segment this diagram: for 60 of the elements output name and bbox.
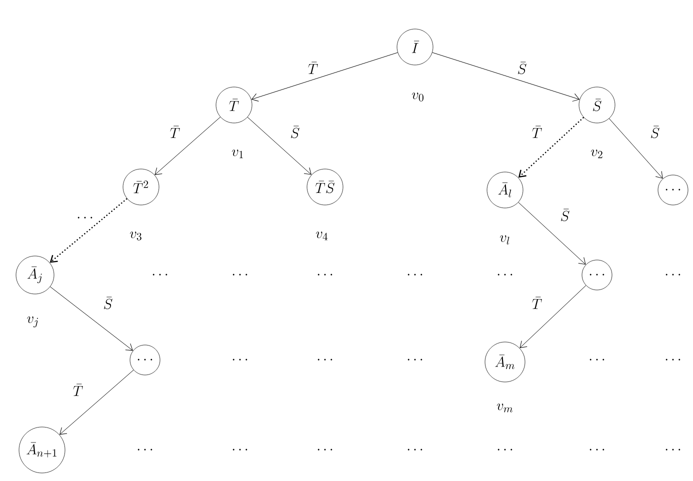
edge-label: $\bar{T}$ [168,125,182,139]
ellipsis: $\cdots$ [232,274,248,276]
edge-label: $\bar{S}$ [516,61,528,75]
arrow [608,118,663,179]
vertex-label: $v_1$ [232,150,243,158]
tree-node: $\cdots$ [658,174,688,206]
vertex-label: $v_j$ [27,316,38,328]
ellipsis: $\cdots$ [666,448,680,450]
tree-node: $\cdots$ [582,260,612,290]
tree-node: $\bar{A}_{n+1}$ [18,426,66,474]
arrow [252,52,398,102]
arrow [154,116,221,175]
vertex-label: $v_0$ [412,92,424,102]
edge-label: $\bar{T}$ [306,61,320,75]
ellipsis: $\cdots$ [318,274,332,276]
ellipsis: $\cdots$ [232,448,248,450]
tree-node: $\cdots$ [130,344,160,376]
vertex-label: $v_4$ [316,232,328,240]
vertex-label: $v_l$ [500,235,510,245]
arrow [518,116,584,178]
tree-node: $\bar{T}$ [216,86,252,124]
ellipsis: $\cdots$ [498,448,512,450]
arrow [432,52,580,102]
tree-node: $\bar{I}$ [396,28,434,66]
edge-label: $\bar{S}$ [102,296,114,310]
edge-label: $\bar{T}$ [530,125,544,139]
ellipsis: $\cdots$ [318,448,332,450]
edge-label: $\bar{S}$ [289,125,301,139]
ellipsis: $\cdots$ [408,448,422,450]
edge-label: $\bar{T}$ [530,296,544,310]
ellipsis: $\cdots$ [152,274,168,276]
tree-node: $\bar{T}^2$ [122,168,160,206]
arrow [50,198,128,263]
ellipsis: $\cdots$ [498,274,512,276]
arrow [520,285,586,348]
ellipsis: $\cdots$ [138,448,152,450]
edge-label: $\bar{S}$ [649,125,661,139]
vertex-label: $v_2$ [591,150,602,158]
arrow [247,116,312,175]
vertex-label: $v_3$ [130,232,142,240]
edge-label: $\bar{T}$ [72,383,84,397]
vertex-label: $v_m$ [496,404,513,412]
arrow [60,370,134,435]
ellipsis: $\cdots$ [408,358,422,360]
ellipsis: $\cdots$ [232,358,248,360]
edge-label: $\bar{S}$ [559,208,571,222]
tree-node: $\bar{A}_m$ [484,342,526,382]
tree-node: $\bar{A}_l$ [486,172,524,208]
arrow [518,202,586,265]
ellipsis: $\cdots$ [590,358,604,360]
ellipsis: $\cdots$ [666,274,680,276]
ellipsis: $\cdots$ [408,274,422,276]
tree-node: $\bar{T}\bar{S}$ [306,168,344,206]
ellipsis: $\cdots$ [318,358,332,360]
arrow [50,286,133,351]
tree-node: $\bar{A}_j$ [16,256,54,294]
ellipsis: $\cdots$ [666,358,680,360]
ellipsis: $\cdots$ [590,448,604,450]
edge-label: $\cdots$ [76,214,94,222]
tree-node: $\bar{S}$ [578,86,616,124]
